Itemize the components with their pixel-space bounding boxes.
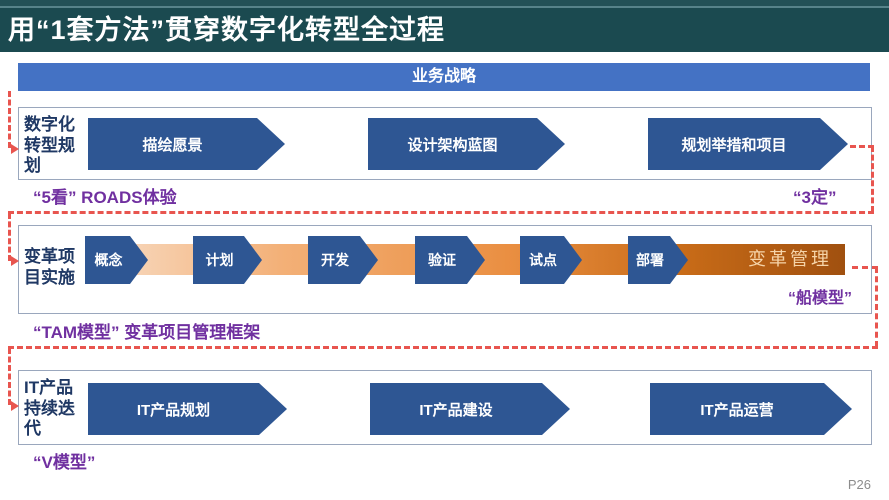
title-top-strip bbox=[0, 0, 889, 6]
flow-line-right-1 bbox=[871, 146, 874, 212]
title-divider-line bbox=[0, 6, 889, 8]
arrow-describe-vision: 描绘愿景 bbox=[88, 118, 285, 170]
flow-stub-right-1 bbox=[850, 145, 874, 148]
arrow-plan-initiatives: 规划举措和项目 bbox=[648, 118, 848, 170]
business-strategy-banner: 业务战略 bbox=[18, 63, 870, 91]
section-implementation-label: 变革项目实施 bbox=[24, 247, 75, 287]
flow-divider-1 bbox=[8, 211, 874, 214]
note-ship-model: “船模型” bbox=[787, 290, 852, 307]
arrow-it-planning: IT产品规划 bbox=[88, 383, 287, 435]
arrow-it-operation: IT产品运营 bbox=[650, 383, 852, 435]
arrow-it-construction: IT产品建设 bbox=[370, 383, 570, 435]
flow-arrow-icon bbox=[11, 256, 19, 266]
page-number: P26 bbox=[847, 477, 871, 492]
note-tam-model: “TAM模型” 变革项目管理框架 bbox=[33, 323, 261, 342]
flow-line-right-2 bbox=[875, 267, 878, 347]
change-management-label: 变革管理 bbox=[748, 249, 832, 270]
page-title: 用“1套方法”贯穿数字化转型全过程 bbox=[8, 15, 446, 45]
note-5kan-roads: “5看” ROADS体验 bbox=[33, 188, 177, 207]
section-planning-label: 数字化转型规划 bbox=[24, 115, 75, 176]
flow-divider-2 bbox=[8, 346, 878, 349]
flow-arrow-icon bbox=[11, 401, 19, 411]
flow-arrow-icon bbox=[11, 144, 19, 154]
title-bar: 用“1套方法”贯穿数字化转型全过程 bbox=[0, 0, 889, 52]
flow-stub-right-2 bbox=[852, 266, 878, 269]
note-v-model: “V模型” bbox=[33, 453, 96, 472]
section-iteration-label: IT产品持续迭代 bbox=[24, 378, 75, 439]
note-3ding: “3定” bbox=[793, 188, 837, 207]
flow-line-left-2 bbox=[8, 213, 11, 261]
flow-line-left-3 bbox=[8, 348, 11, 405]
flow-line-left-1 bbox=[8, 91, 11, 148]
arrow-design-blueprint: 设计架构蓝图 bbox=[368, 118, 565, 170]
